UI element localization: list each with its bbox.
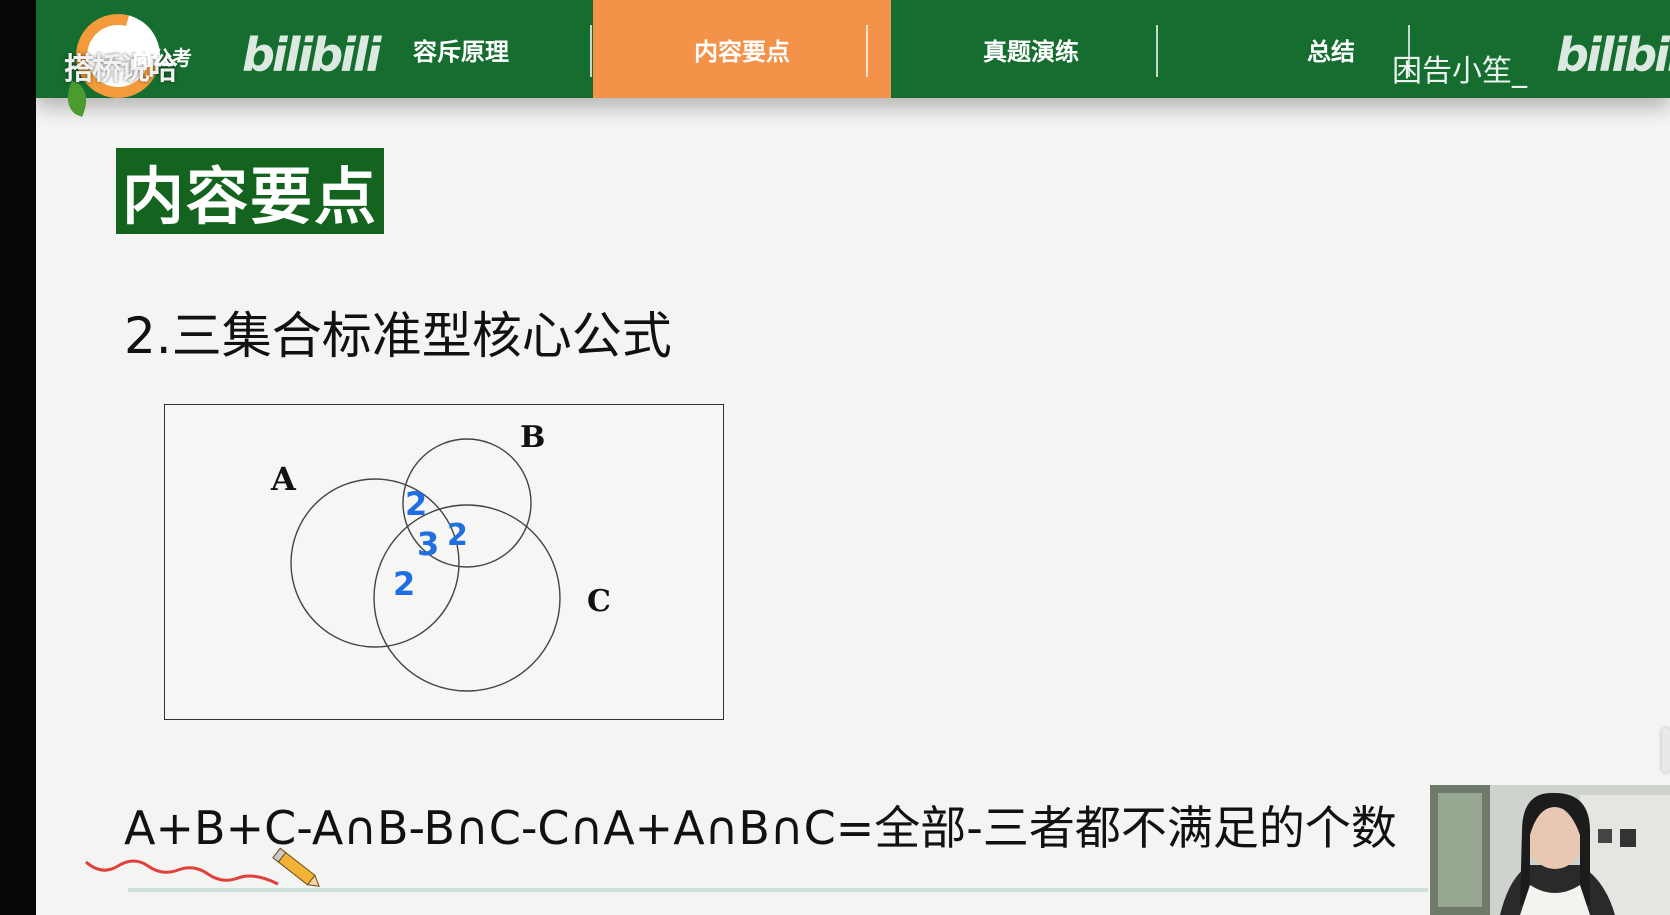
presenter-frame	[1430, 785, 1670, 915]
circle-b	[402, 438, 532, 568]
tab-label: 内容要点	[694, 37, 790, 66]
presenter-video[interactable]	[1430, 785, 1670, 915]
pencil-icon	[272, 847, 320, 887]
tab-practice[interactable]: 真题演练	[896, 0, 1166, 98]
circle-a	[290, 478, 460, 648]
tab-key-points-active[interactable]: 内容要点	[593, 0, 891, 98]
tab-divider	[1156, 25, 1158, 77]
left-black-border	[0, 0, 36, 915]
tab-divider	[1408, 25, 1410, 77]
tab-summary[interactable]: 总结	[1196, 0, 1466, 98]
top-navigation: 搭桥说哈 尚公考 bilibili 容斥原理 内容要点 真题演练 总结 困告小笙…	[36, 0, 1670, 117]
brand-subtext: 尚公考	[132, 46, 192, 70]
red-squiggle-annotation	[85, 859, 279, 886]
tab-divider	[590, 25, 592, 77]
tab-label: 总结	[1307, 37, 1355, 66]
annotation-bc: 2	[447, 518, 468, 553]
venn-diagram: A B C 2 3 2 2	[164, 404, 724, 720]
section-title-text: 内容要点	[122, 160, 379, 233]
bilibili-watermark-left: bilibili	[242, 28, 381, 82]
section-title: 内容要点	[116, 148, 385, 234]
bilibili-watermark-right: bilibili	[1556, 28, 1670, 82]
uploader-watermark: 困告小笙_	[1392, 54, 1527, 89]
label-a: A	[270, 460, 297, 498]
slide-heading: 2.三集合标准型核心公式	[124, 307, 672, 365]
venn-svg: A B C 2 3 2 2	[270, 420, 611, 692]
tab-divider	[866, 25, 868, 77]
circle-c	[373, 504, 561, 692]
annotation-abc: 3	[417, 525, 439, 563]
label-c: C	[587, 584, 611, 619]
tab-inclusion-exclusion[interactable]: 容斥原理	[336, 0, 586, 98]
formula-text: A+B+C-A∩B-B∩C-C∩A+A∩B∩C=全部-三者都不满足的个数	[124, 801, 1397, 855]
brand-area: 搭桥说哈 尚公考 bilibili	[36, 0, 556, 117]
tab-label: 真题演练	[983, 37, 1079, 66]
slide: 搭桥说哈 尚公考 bilibili 容斥原理 内容要点 真题演练 总结 困告小笙…	[36, 0, 1670, 915]
annotation-ac: 2	[393, 565, 415, 603]
underline-bar	[128, 888, 1428, 892]
side-scroll-handle[interactable]	[1662, 728, 1670, 772]
tab-label: 容斥原理	[413, 37, 509, 66]
brand-text: 搭桥说哈	[64, 52, 178, 87]
annotation-ab: 2	[405, 485, 427, 523]
label-b: B	[520, 420, 545, 455]
